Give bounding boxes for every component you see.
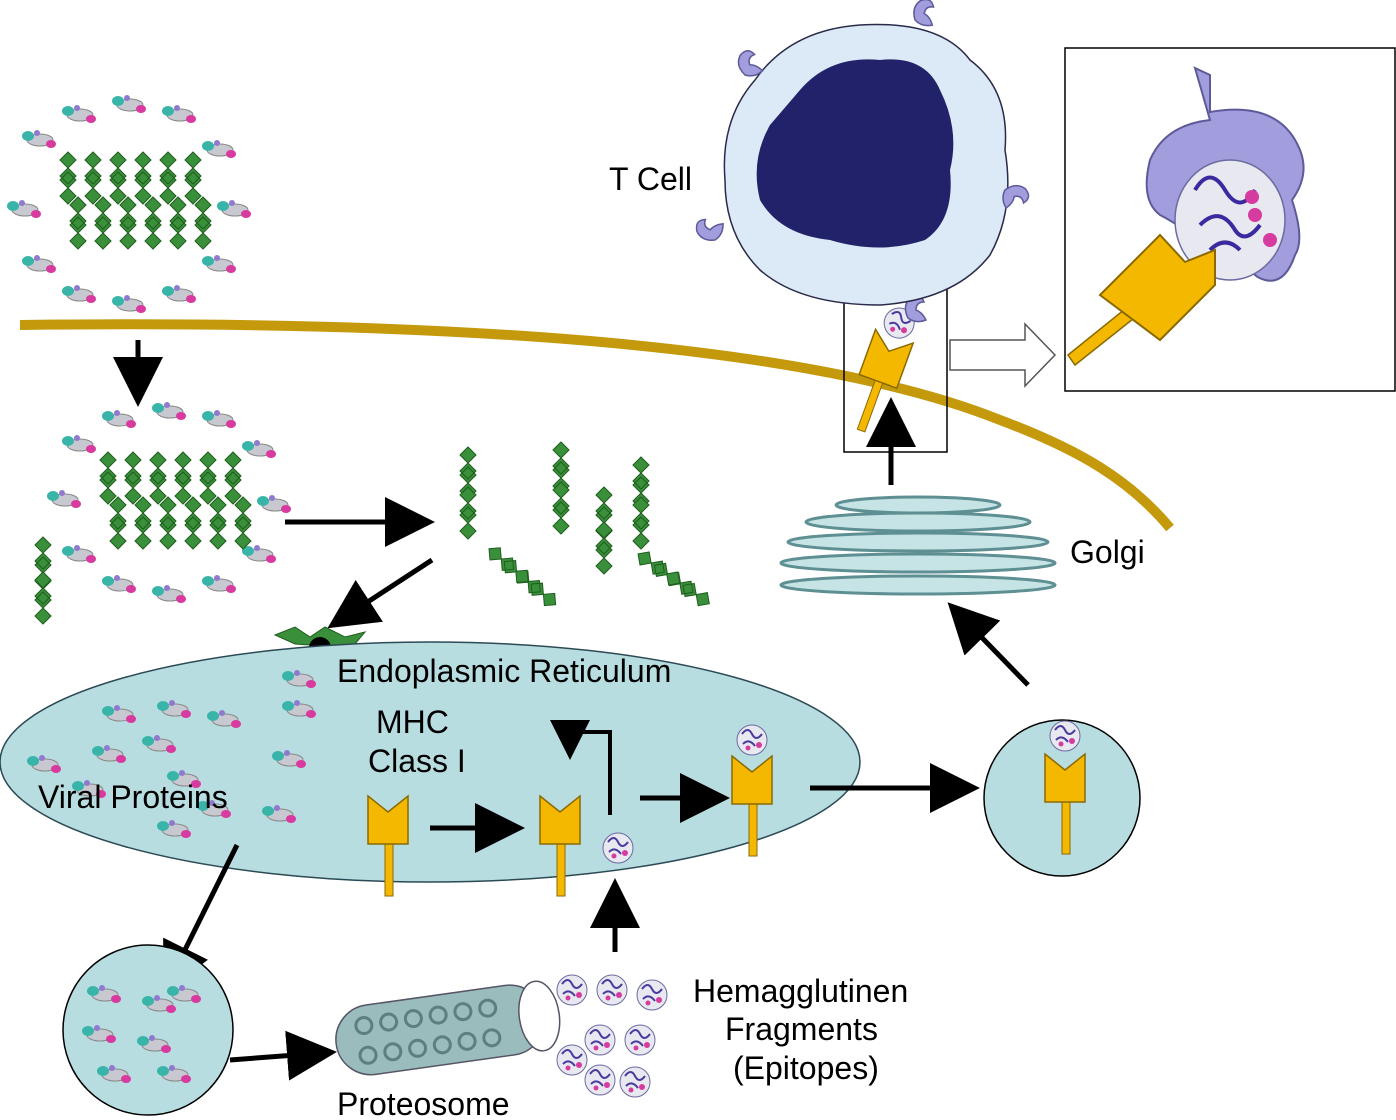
golgi-label: Golgi <box>1070 534 1145 570</box>
virus-intact <box>6 94 252 314</box>
t-cell-label: T Cell <box>609 161 692 197</box>
er-label: Endoplasmic Reticulum <box>337 653 671 689</box>
endoplasmic-reticulum <box>0 641 861 883</box>
arrow-to-golgi <box>947 602 1030 687</box>
inset-mhc <box>1066 233 1216 367</box>
golgi-apparatus <box>779 495 1057 596</box>
free-viral-rna <box>459 441 715 612</box>
zoom-arrow <box>949 322 1057 388</box>
arrow-loading-loop <box>550 720 612 815</box>
proteosome <box>335 980 561 1076</box>
hemagglutinen-label-line3: (Epitopes) <box>733 1050 879 1086</box>
mhc-label-line2: Class I <box>368 743 466 779</box>
arrow-to-er <box>327 557 434 629</box>
hemagglutinen-fragments <box>556 974 668 1098</box>
proteosome-label: Proteosome <box>337 1086 510 1120</box>
cell-membrane <box>19 319 1174 532</box>
surface-mhc <box>840 302 920 438</box>
epitope-entering <box>602 832 634 864</box>
virus-uncoating <box>34 401 292 625</box>
hemagglutinen-label-line2: Fragments <box>725 1011 878 1047</box>
inset-epitope <box>1174 159 1286 281</box>
mhc-label-line1: MHC <box>376 704 449 740</box>
t-cell <box>692 0 1031 306</box>
viral-proteins-label: Viral Proteins <box>38 779 228 815</box>
arrow-to-proteosome <box>229 1030 337 1081</box>
hemagglutinen-label-line1: Hemagglutinen <box>693 973 908 1009</box>
zoom-inset <box>1064 47 1396 392</box>
